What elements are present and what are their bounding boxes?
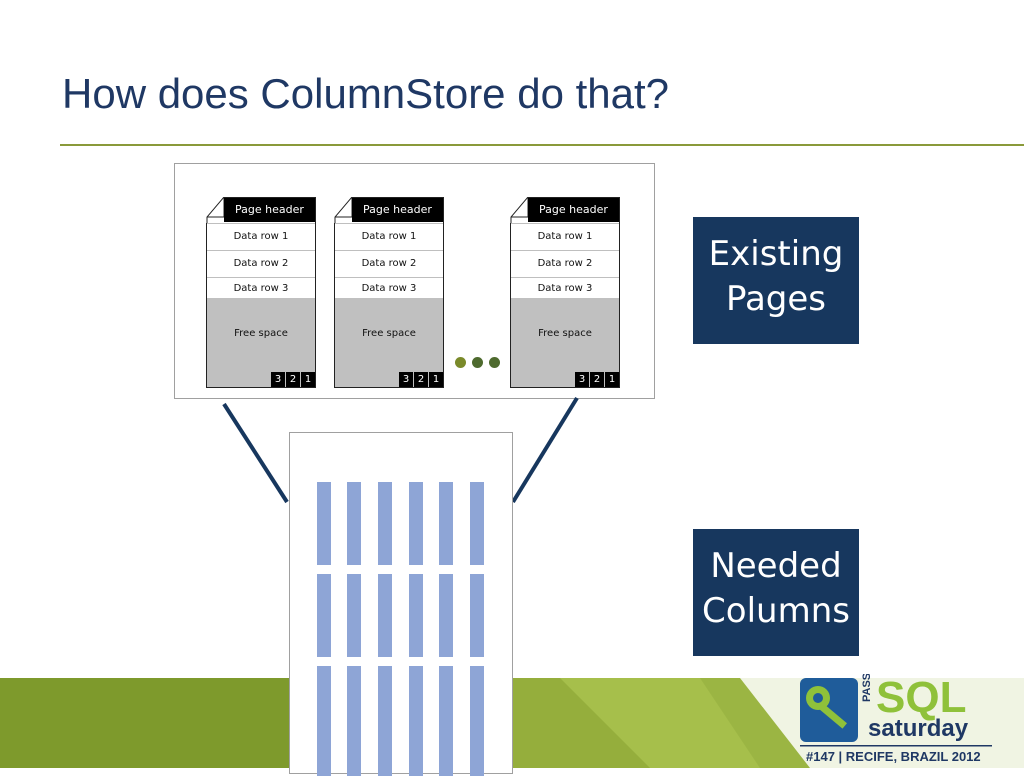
label-line: Pages	[725, 279, 827, 319]
column-segment	[470, 666, 484, 776]
folded-corner-icon	[510, 197, 528, 223]
row-offset-array: 3 2 1	[574, 372, 619, 387]
page-header: Page header	[528, 198, 619, 222]
row-offset-array: 3 2 1	[270, 372, 315, 387]
label-line: Columns	[702, 591, 850, 631]
logo-rule	[800, 745, 992, 747]
existing-pages-frame: Page header Data row 1 Data row 2 Data r…	[174, 163, 655, 399]
row-offset-slot: 1	[301, 372, 315, 387]
free-space: Free space	[335, 298, 443, 387]
event-label: #147 | RECIFE, BRAZIL 2012	[806, 749, 981, 764]
ellipsis-dot	[472, 357, 483, 368]
folded-corner-icon	[334, 197, 352, 223]
label-line: Needed	[710, 546, 842, 586]
column-segment	[378, 666, 392, 776]
row-offset-slot: 2	[590, 372, 604, 387]
column-segment	[317, 574, 331, 657]
slide-title: How does ColumnStore do that?	[62, 70, 670, 117]
row-offset-slot: 1	[429, 372, 443, 387]
data-row: Data row 2	[207, 250, 315, 277]
connector-line-right	[511, 396, 579, 504]
data-row: Data row 1	[207, 223, 315, 250]
ellipsis-dot	[489, 357, 500, 368]
existing-pages-label: Existing Pages	[693, 217, 859, 344]
needed-columns-label: Needed Columns	[693, 529, 859, 656]
data-page: Page header Data row 1 Data row 2 Data r…	[510, 197, 620, 388]
row-offset-slot: 3	[575, 372, 589, 387]
data-row: Data row 2	[335, 250, 443, 277]
logo-pass: PASS	[861, 674, 873, 702]
column-segment	[470, 482, 484, 565]
data-row: Data row 1	[335, 223, 443, 250]
data-row: Data row 3	[207, 277, 315, 299]
column-segment	[317, 482, 331, 565]
column-segment	[347, 666, 361, 776]
column-segment	[409, 574, 423, 657]
column-segment	[347, 482, 361, 565]
column-segment	[439, 574, 453, 657]
column-segment	[409, 482, 423, 565]
data-row: Data row 2	[511, 250, 619, 277]
title-divider	[60, 144, 1024, 146]
data-row: Data row 3	[511, 277, 619, 299]
key-icon	[806, 686, 847, 729]
row-offset-slot: 3	[271, 372, 285, 387]
page-header: Page header	[224, 198, 315, 222]
columnstore-frame	[289, 432, 513, 776]
ellipsis-dot	[455, 357, 466, 368]
folded-corner-icon	[206, 197, 224, 223]
column-segment	[317, 666, 331, 776]
row-offset-slot: 1	[605, 372, 619, 387]
data-page: Page header Data row 1 Data row 2 Data r…	[206, 197, 316, 388]
column-segment	[378, 482, 392, 565]
column-segment	[409, 666, 423, 776]
row-offset-slot: 2	[286, 372, 300, 387]
column-segment	[470, 574, 484, 657]
data-row: Data row 3	[335, 277, 443, 299]
connector-line-left	[222, 402, 289, 504]
data-page: Page header Data row 1 Data row 2 Data r…	[334, 197, 444, 388]
label-line: Existing	[708, 234, 844, 274]
row-offset-array: 3 2 1	[398, 372, 443, 387]
row-offset-slot: 3	[399, 372, 413, 387]
column-segment	[378, 574, 392, 657]
logo-saturday: saturday	[868, 715, 969, 742]
column-segment	[347, 574, 361, 657]
column-segment	[439, 666, 453, 776]
data-row: Data row 1	[511, 223, 619, 250]
sql-saturday-logo: PASS SQL saturday	[800, 674, 992, 747]
column-segment	[439, 482, 453, 565]
row-offset-slot: 2	[414, 372, 428, 387]
logo-sql: SQL	[876, 674, 966, 722]
page-header: Page header	[352, 198, 443, 222]
